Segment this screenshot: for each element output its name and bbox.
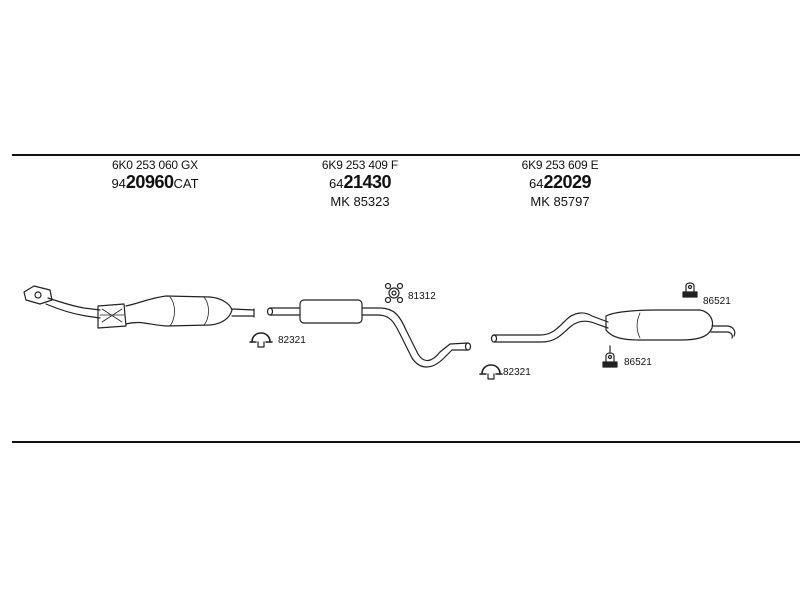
oe-number: 6K0 253 060 GX	[112, 158, 198, 172]
part-code: 6422029	[485, 172, 635, 194]
part-code-suffix: CAT	[173, 176, 199, 191]
part-label-catalytic-converter: 6K0 253 060 GX 9420960CAT	[80, 158, 230, 194]
flange-bolt-hole	[34, 291, 42, 299]
mk-number: MK 85323	[330, 194, 390, 209]
gasket-icon	[384, 282, 404, 304]
rubber-mount-icon	[682, 282, 698, 298]
oe-number: 6K9 253 609 E	[521, 158, 599, 172]
part-code-main: 20960	[125, 172, 174, 192]
top-divider	[12, 154, 800, 156]
part-code-prefix: 64	[328, 176, 344, 191]
front-pipe-catalytic-converter	[23, 285, 255, 329]
part-code-prefix: 94	[111, 176, 126, 191]
oe-number: 6K9 253 409 F	[321, 158, 399, 172]
part-label-rear-silencer: 6K9 253 609 E 6422029 MK 85797	[485, 158, 635, 210]
catalytic-converter-body	[125, 295, 233, 327]
middle-silencer	[266, 299, 472, 368]
accessory-label-rubber-mount: 86521	[624, 357, 652, 368]
rear-silencer-box	[605, 309, 714, 341]
mk-number: MK 85797	[530, 194, 590, 209]
clamp-icon	[479, 364, 503, 380]
rubber-mount-icon	[602, 345, 618, 368]
accessory-label-gasket: 81312	[408, 291, 436, 302]
part-code-main: 22029	[543, 172, 592, 192]
part-label-middle-silencer: 6K9 253 409 F 6421430 MK 85323	[285, 158, 435, 210]
part-code-prefix: 64	[528, 176, 544, 191]
rear-silencer	[490, 309, 736, 343]
bottom-divider	[12, 441, 800, 443]
manifold-flange	[23, 285, 53, 305]
part-code-main: 21430	[343, 172, 392, 192]
accessory-label-clamp: 82321	[503, 367, 531, 378]
clamp-icon	[249, 332, 273, 348]
part-code: 6421430	[285, 172, 435, 194]
middle-silencer-box	[299, 299, 363, 324]
accessory-label-clamp: 82321	[278, 335, 306, 346]
part-code: 9420960CAT	[80, 172, 230, 194]
flex-joint	[97, 303, 127, 329]
accessory-label-rubber-mount: 86521	[703, 296, 731, 307]
